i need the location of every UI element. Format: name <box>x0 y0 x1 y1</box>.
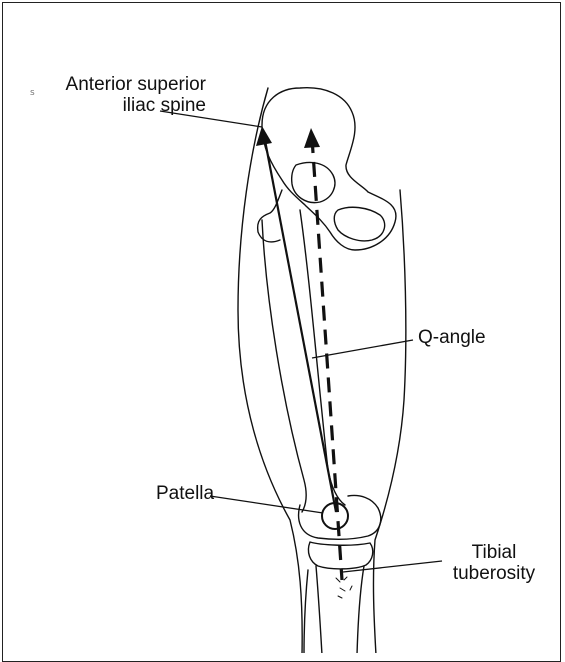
tibia-lateral <box>316 566 322 653</box>
femur-lateral <box>262 220 306 512</box>
asis-arrow-icon <box>256 126 272 146</box>
hip-center-arrow-icon <box>304 128 320 148</box>
tibial-label-line2: tuberosity <box>446 563 542 584</box>
tibial-tuberosity-label: Tibial tuberosity <box>446 542 542 584</box>
fibula <box>304 570 308 653</box>
pubic-ramus <box>334 207 384 241</box>
scan-mark: s <box>30 88 35 98</box>
patella-label: Patella <box>156 483 214 504</box>
asis-patella-line <box>263 130 336 512</box>
tibial-leader <box>343 561 442 572</box>
tibia-medial <box>357 566 364 653</box>
asis-label-line2: iliac spine <box>38 95 206 116</box>
tibial-label-line1: Tibial <box>446 542 542 563</box>
tuberosity-marks <box>336 577 352 598</box>
asis-label: Anterior superior iliac spine <box>38 74 206 116</box>
leg-outline-right <box>373 190 405 653</box>
asis-label-line1: Anterior superior <box>38 74 206 95</box>
q-angle-label: Q-angle <box>418 327 486 348</box>
